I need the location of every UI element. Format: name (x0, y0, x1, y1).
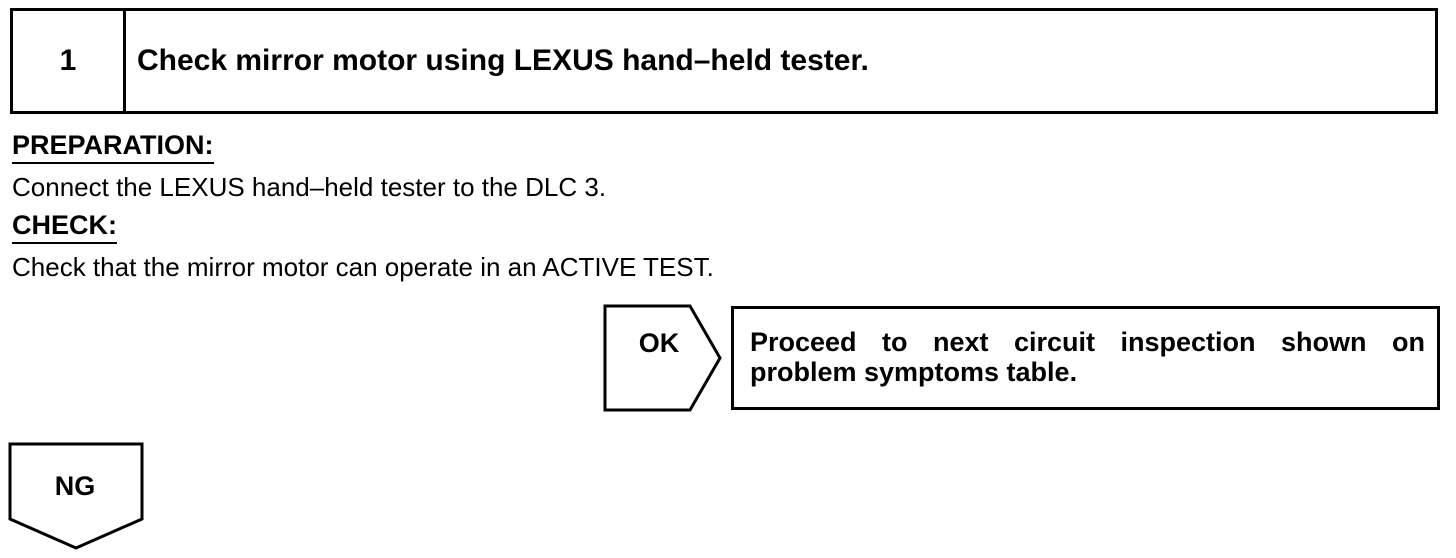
check-heading: CHECK: (12, 210, 117, 244)
step-header-box: 1 Check mirror motor using LEXUS hand–he… (10, 8, 1438, 114)
step-title: Check mirror motor using LEXUS hand–held… (137, 44, 869, 77)
ok-arrow-shape (603, 304, 722, 412)
step-number: 1 (13, 11, 126, 111)
ok-result-box: Proceed to next circuit inspection shown… (731, 306, 1440, 410)
check-text: Check that the mirror motor can operate … (12, 252, 714, 282)
preparation-heading: PREPARATION: (12, 130, 214, 164)
ng-arrow-shape (8, 442, 144, 550)
ok-result-line1: Proceed to next circuit inspection shown… (750, 327, 1425, 357)
ok-label: OK (638, 327, 680, 358)
preparation-text: Connect the LEXUS hand–held tester to th… (12, 172, 607, 202)
ng-label: NG (54, 470, 96, 501)
ok-result-line2: problem symptoms table. (750, 357, 1078, 387)
